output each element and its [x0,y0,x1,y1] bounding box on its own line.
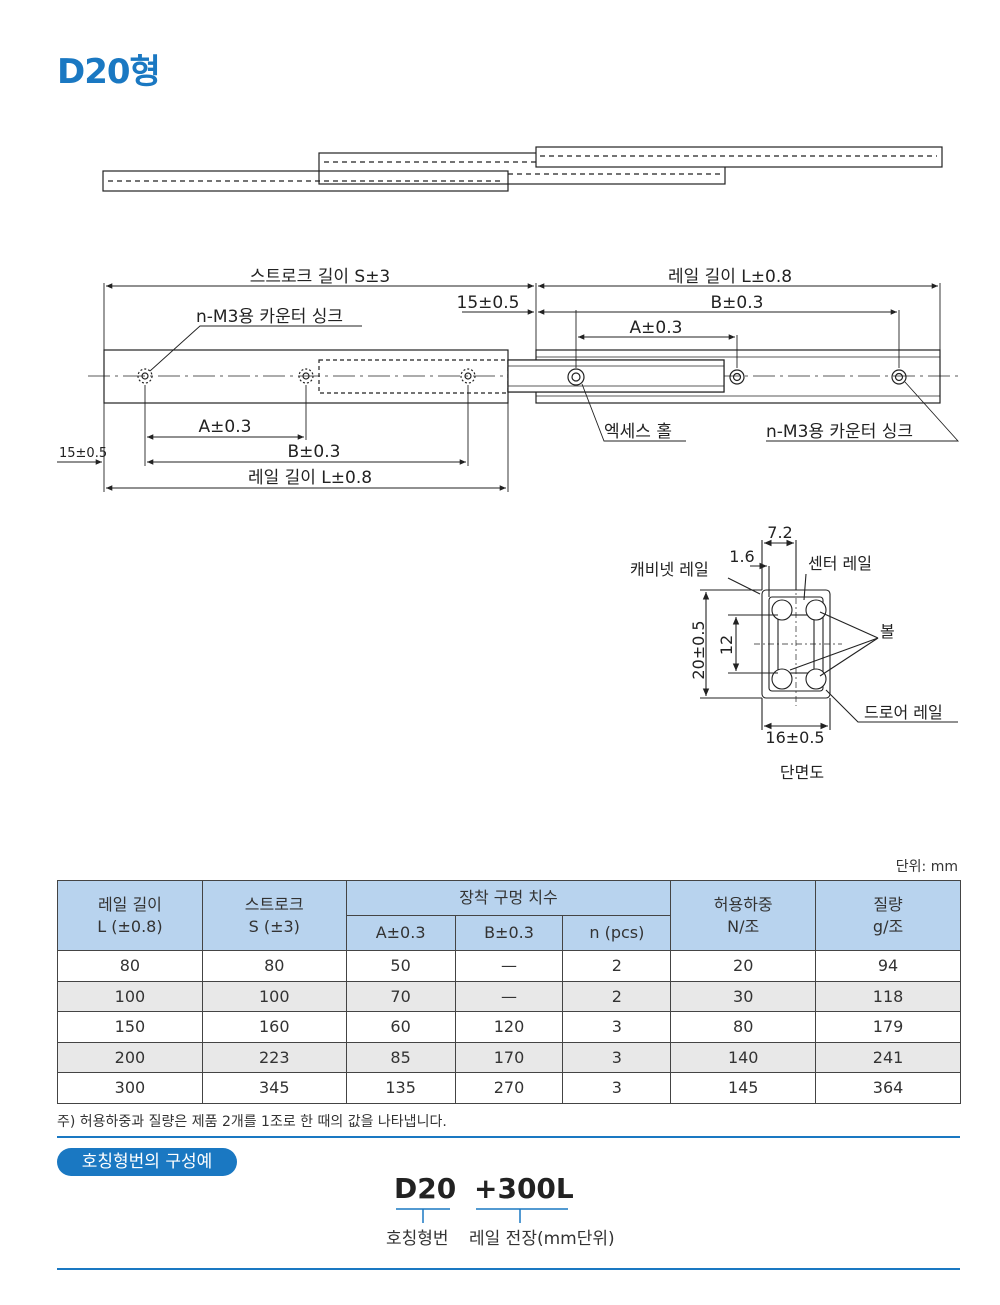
svg-text:12: 12 [717,635,736,655]
dimensions [57,283,960,492]
svg-text:엑세스 홀: 엑세스 홀 [604,422,672,442]
divider [57,1136,960,1138]
svg-text:15±0.5: 15±0.5 [59,446,107,461]
svg-text:볼: 볼 [880,622,895,641]
table-note: 주) 허용하중과 질량은 제품 2개를 1조로 한 때의 값을 나타냅니다. [57,1114,447,1130]
code-brackets [396,1208,568,1223]
svg-text:15±0.5: 15±0.5 [457,293,520,313]
unit-label: 단위: mm [895,859,958,875]
svg-text:B±0.3: B±0.3 [288,442,341,462]
page-title: D20형 [57,52,161,92]
svg-text:n-M3용 카운터 싱크: n-M3용 카운터 싱크 [196,307,343,327]
svg-text:단면도: 단면도 [780,763,824,782]
header-b: B±0.3 [454,915,564,951]
svg-text:A±0.3: A±0.3 [630,318,683,338]
svg-text:7.2: 7.2 [767,523,792,542]
svg-text:레일 길이 L±0.8: 레일 길이 L±0.8 [668,267,792,287]
svg-text:드로어 레일: 드로어 레일 [864,703,943,722]
svg-text:캐비넷 레일: 캐비넷 레일 [630,560,709,579]
header-a: A±0.3 [345,915,456,951]
code-label-model: 호칭형번 [386,1229,449,1249]
example-badge: 호칭형번의 구성예 [57,1148,237,1176]
svg-text:센터 레일: 센터 레일 [808,554,872,573]
svg-text:레일 길이 L±0.8: 레일 길이 L±0.8 [248,468,372,488]
svg-text:n-M3용 카운터 싱크: n-M3용 카운터 싱크 [766,422,913,442]
dimension-labels: 스트로크 길이 S±3 레일 길이 L±0.8 15±0.5 B±0.3 A±0… [59,267,913,488]
header-mount: 장착 구멍 치수 [345,880,672,916]
svg-text:스트로크 길이 S±3: 스트로크 길이 S±3 [250,267,391,287]
svg-text:20±0.5: 20±0.5 [689,620,708,679]
svg-text:16±0.5: 16±0.5 [765,728,824,747]
extended-view [102,146,943,192]
svg-text:B±0.3: B±0.3 [711,293,764,313]
svg-text:A±0.3: A±0.3 [199,417,252,437]
code-part-length: +300L [474,1172,574,1205]
plan-view [88,349,958,404]
footer-divider [57,1268,960,1270]
svg-text:1.6: 1.6 [729,547,754,566]
code-part-model: D20 [394,1172,457,1205]
technical-drawing: 스트로크 길이 S±3 레일 길이 L±0.8 15±0.5 B±0.3 A±0… [57,146,960,782]
header-n: n (pcs) [562,915,672,951]
cross-section [700,539,958,730]
cross-section-labels: 7.2 1.6 캐비넷 레일 센터 레일 볼 드로어 레일 16±0.5 단면도… [630,523,943,782]
code-label-length: 레일 전장(mm단위) [469,1229,615,1249]
